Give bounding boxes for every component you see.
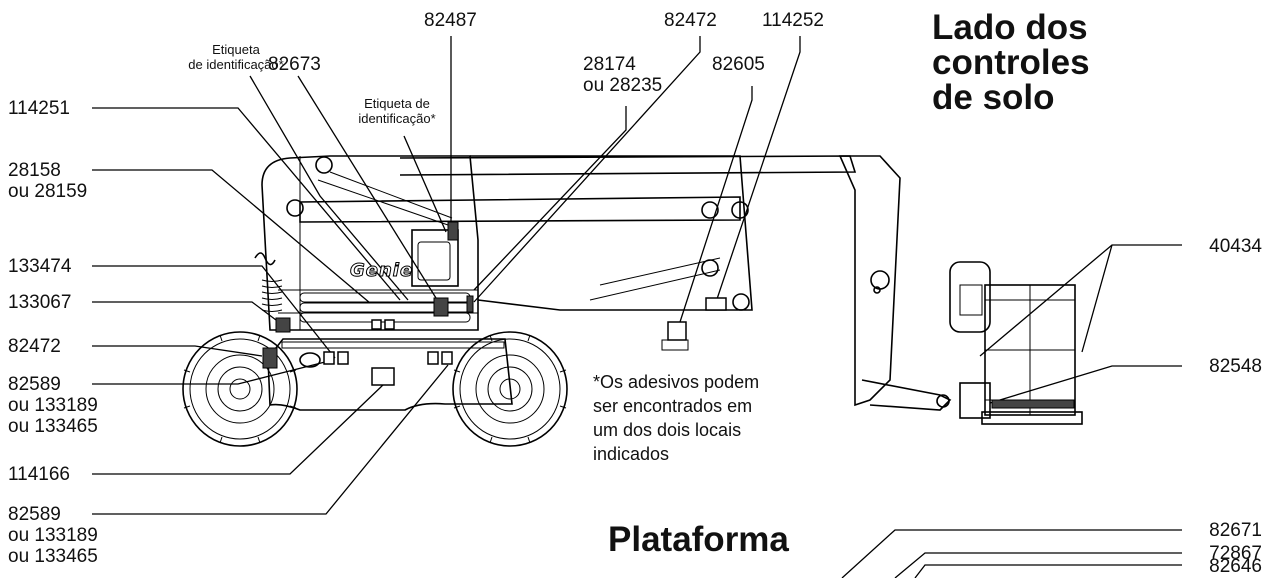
upper-boom bbox=[299, 196, 741, 223]
leader-82673 bbox=[297, 75, 437, 299]
chassis bbox=[267, 338, 513, 411]
callout-top-114252: 114252 bbox=[762, 10, 824, 31]
ground-controls-heading: Lado dos controles de solo bbox=[932, 8, 1090, 117]
callout-top-82673: 82673 bbox=[268, 54, 321, 75]
leader-id-plate-2 bbox=[403, 135, 447, 233]
callout-left-114166: 114166 bbox=[8, 464, 70, 485]
leader-82589-b bbox=[92, 364, 449, 515]
callout-left-114251: 114251 bbox=[8, 98, 70, 119]
genie-logo: Genie bbox=[349, 260, 414, 282]
callout-right-82548: 82548 bbox=[1209, 356, 1262, 377]
callout-left-133474: 133474 bbox=[8, 256, 72, 277]
platform-heading: Plataforma bbox=[608, 520, 789, 559]
callout-top-82605: 82605 bbox=[712, 54, 765, 75]
leader-id-plate-1 bbox=[249, 75, 409, 301]
jib-arm bbox=[838, 155, 901, 407]
callout-right-72867: 72867 bbox=[1209, 543, 1262, 564]
leader-114252 bbox=[715, 36, 801, 303]
callout-top-82472: 82472 bbox=[664, 10, 717, 31]
callout-right-82646: 82646 bbox=[1209, 556, 1262, 577]
leader-28158 bbox=[92, 169, 371, 304]
id-plate-label-2: Etiqueta de identificação* bbox=[358, 96, 436, 126]
platform-basket bbox=[949, 261, 1083, 425]
leader-lines bbox=[92, 36, 1182, 578]
right-wheel bbox=[452, 331, 568, 447]
turntable bbox=[261, 155, 479, 331]
leader-114251 bbox=[92, 107, 401, 301]
leader-133474 bbox=[92, 265, 336, 359]
callout-left-133067: 133067 bbox=[8, 292, 72, 313]
callout-top-82487: 82487 bbox=[424, 10, 477, 31]
callout-right-82671: 82671 bbox=[1209, 520, 1262, 541]
left-wheel bbox=[182, 331, 298, 447]
leader-82472-left bbox=[92, 345, 263, 357]
leader-82548 bbox=[989, 365, 1182, 404]
leader-82472-top bbox=[473, 36, 701, 303]
leader-133067 bbox=[92, 301, 281, 324]
leader-82646 bbox=[914, 564, 1182, 578]
leader-114166 bbox=[92, 383, 385, 475]
leader-82605 bbox=[679, 86, 753, 323]
leader-82671 bbox=[841, 529, 1182, 578]
callout-left-82472: 82472 bbox=[8, 336, 61, 357]
leader-40434 bbox=[979, 244, 1182, 357]
footnote: *Os adesivos podem ser encontrados em um… bbox=[593, 372, 760, 464]
boom-lift-machine bbox=[182, 155, 1083, 447]
callout-right-40434: 40434 bbox=[1209, 236, 1262, 257]
leader-82589-a bbox=[92, 361, 326, 385]
leader-28174 bbox=[473, 106, 627, 291]
leader-72867 bbox=[894, 552, 1182, 578]
id-plate-label-1: Etiqueta de identificação* bbox=[188, 42, 284, 72]
